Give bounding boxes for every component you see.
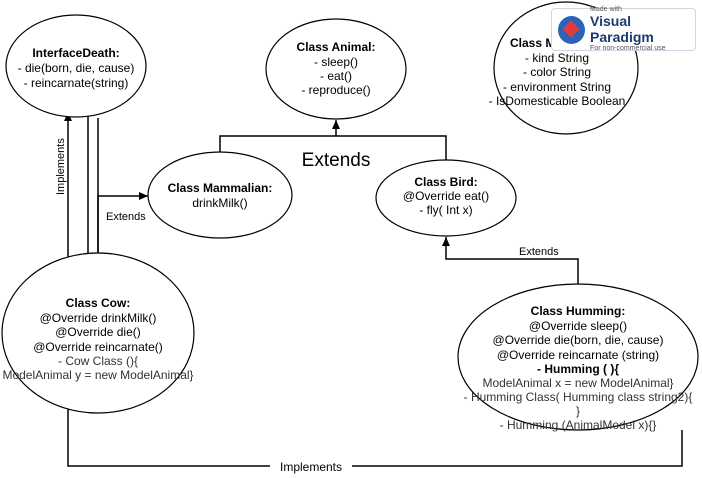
label-implements-bottom-bg <box>270 459 352 473</box>
animal-line-1: - eat() <box>320 69 352 83</box>
humming-title: Class Humming: <box>531 304 626 318</box>
node-interface-death[interactable]: InterfaceDeath: - die(born, die, cause) … <box>5 14 147 118</box>
interface-death-line-0: - die(born, die, cause) <box>18 61 135 75</box>
cow-title: Class Cow: <box>66 296 131 310</box>
interface-death-line-1: - reincarnate(string) <box>24 76 129 90</box>
humming-line-1: @Override die(born, die, cause) <box>493 333 664 347</box>
animal-line-0: - sleep() <box>314 55 358 69</box>
watermark-brand: Visual Paradigm <box>590 13 654 45</box>
humming-line-4: ModelAnimal x = new ModelAnimal} <box>482 376 673 390</box>
model-line-2: - environment String <box>503 80 611 94</box>
animal-title: Class Animal: <box>297 40 376 54</box>
edge-mammalian-extends-animal <box>219 135 447 160</box>
model-line-3: - IsDomesticable Boolean <box>489 94 626 108</box>
watermark-made-with: Made with <box>590 6 622 14</box>
model-line-0: - kind String <box>525 51 589 65</box>
node-bird[interactable]: Class Bird: @Override eat() - fly( Int x… <box>375 159 517 237</box>
node-humming[interactable]: Class Humming: @Override sleep() @Overri… <box>457 283 699 432</box>
label-extends-animal: Extends <box>302 150 371 171</box>
humming-line-2: @Override reincarnate (string) <box>497 348 659 362</box>
bird-title: Class Bird: <box>414 175 477 189</box>
humming-line-7: - Humming (AnimalModel x){} <box>500 418 657 432</box>
model-line-1: - color String <box>523 65 591 79</box>
humming-line-6: } <box>576 404 580 418</box>
cow-line-4: ModelAnimal y = new ModelAnimal} <box>2 368 193 382</box>
label-extends-cow: Extends <box>106 211 146 223</box>
label-implements-vertical: Implements <box>55 138 67 195</box>
bird-line-1: - fly( Int x) <box>419 203 472 217</box>
mammalian-title: Class Mammalian: <box>168 181 273 195</box>
humming-line-5: - Humming Class( Humming class string2){ <box>464 390 693 404</box>
node-animal[interactable]: Class Animal: - sleep() - eat() - reprod… <box>265 18 407 120</box>
interface-death-title: InterfaceDeath: <box>32 46 119 60</box>
node-cow[interactable]: Class Cow: @Override drinkMilk() @Overri… <box>1 252 195 414</box>
watermark-note: For non-commercial use <box>590 44 666 52</box>
cow-line-0: @Override drinkMilk() <box>40 311 157 325</box>
edge-cow-extends-mammalian <box>97 192 148 252</box>
node-mammalian[interactable]: Class Mammalian: drinkMilk() <box>147 151 293 239</box>
cow-line-2: @Override reincarnate() <box>33 340 163 354</box>
humming-line-3: - Humming ( ){ <box>537 362 619 376</box>
cow-line-3: - Cow Class (){ <box>58 354 138 368</box>
visual-paradigm-logo-icon <box>558 15 586 44</box>
humming-line-0: @Override sleep() <box>529 319 627 333</box>
animal-line-2: - reproduce() <box>301 83 370 97</box>
visual-paradigm-watermark: Made with Visual Paradigm For non-commer… <box>551 6 696 52</box>
edge-humming-extends-bird <box>442 237 579 285</box>
bird-line-0: @Override eat() <box>403 189 489 203</box>
label-implements-bottom: Implements <box>280 460 342 474</box>
mammalian-line-0: drinkMilk() <box>192 196 247 210</box>
label-extends-humming: Extends <box>519 246 559 258</box>
cow-line-1: @Override die() <box>55 325 141 339</box>
